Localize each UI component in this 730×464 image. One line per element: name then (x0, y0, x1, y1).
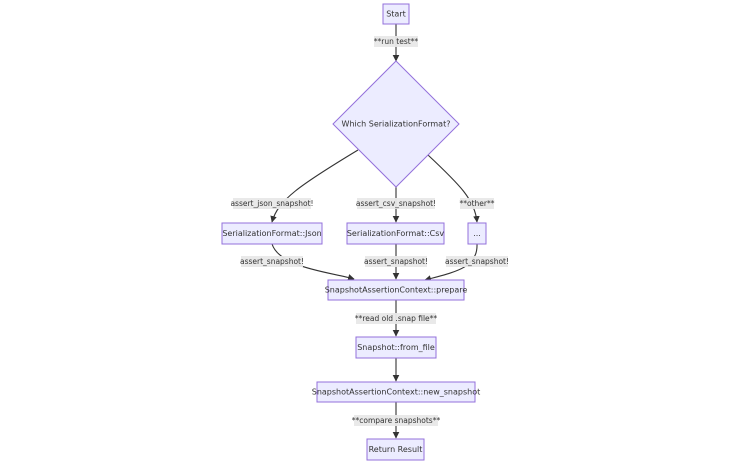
edge-decision-to-other (427, 154, 480, 223)
edge-other-to-prepare (424, 243, 478, 282)
node-prepare: SnapshotAssertionContext::prepare (325, 279, 468, 301)
node-other-label: ... (473, 229, 481, 238)
edge-label-json-assert-snapshot: assert_snapshot! (240, 257, 304, 266)
edge-label-other-assert-snapshot: assert_snapshot! (445, 257, 509, 266)
node-from-file: Snapshot::from_file (355, 336, 437, 359)
node-start-label: Start (386, 10, 406, 19)
node-new-snapshot-label: SnapshotAssertionContext::new_snapshot (312, 388, 481, 397)
edge-label-other: **other** (460, 199, 495, 208)
edge-label-assert-json: assert_json_snapshot! (230, 199, 313, 208)
node-start: Start (382, 3, 410, 25)
node-json-label: SerializationFormat::Json (222, 229, 321, 238)
node-from-file-label: Snapshot::from_file (357, 343, 435, 352)
node-decision-label: Which SerializationFormat? (342, 120, 451, 129)
node-new-snapshot: SnapshotAssertionContext::new_snapshot (312, 381, 481, 403)
edge-label-compare: **compare snapshots** (352, 416, 441, 425)
node-prepare-label: SnapshotAssertionContext::prepare (325, 286, 468, 295)
edge-json-to-prepare (271, 243, 355, 281)
edge-decision-to-json (270, 149, 359, 223)
edge-label-csv-assert-snapshot: assert_snapshot! (364, 257, 428, 266)
node-result: Return Result (366, 438, 425, 461)
edge-label-run-test: **run test** (374, 37, 419, 46)
node-decision: Which SerializationFormat? (332, 60, 460, 188)
node-csv-label: SerializationFormat::Csv (347, 229, 445, 238)
node-result-label: Return Result (369, 445, 423, 454)
node-csv: SerializationFormat::Csv (346, 222, 445, 245)
node-json: SerializationFormat::Json (221, 222, 323, 245)
edge-label-read-old: **read old .snap file** (355, 314, 438, 323)
edge-label-assert-csv: assert_csv_snapshot! (356, 199, 436, 208)
node-other: ... (467, 222, 487, 245)
